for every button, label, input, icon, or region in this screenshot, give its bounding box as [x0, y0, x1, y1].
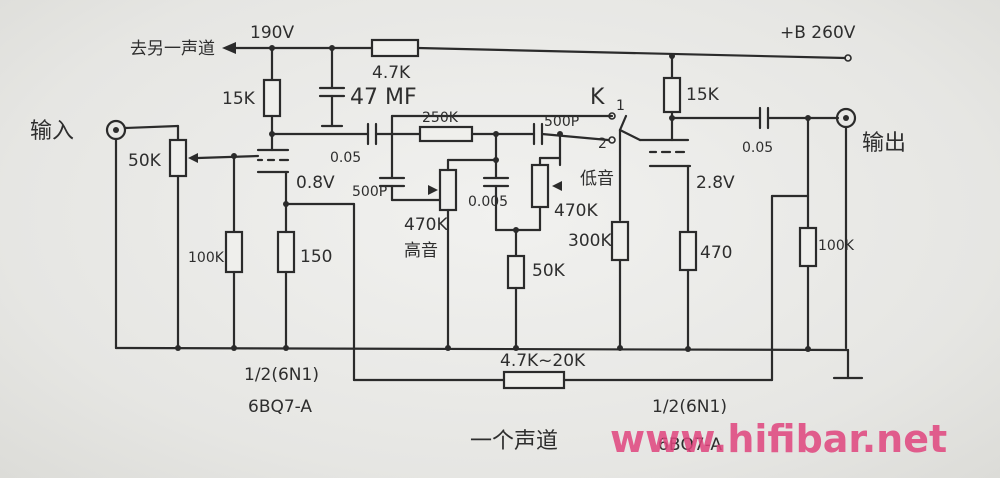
resistor-15k-left	[262, 78, 282, 118]
pot-470k-bass	[530, 163, 550, 209]
label-50k-mid: 50K	[532, 261, 566, 281]
tube-right	[638, 138, 692, 234]
label-470: 470	[700, 243, 732, 263]
label-switch-1: 1	[616, 98, 625, 114]
label-470k-treble: 470K	[404, 215, 448, 235]
label-005-right: 0.05	[742, 140, 773, 156]
label-50k-pot: 50K	[128, 151, 162, 171]
label-500p-left: 500P	[352, 184, 387, 200]
pot-50k-input	[168, 138, 188, 178]
resistor-470	[678, 230, 698, 272]
capacitor-0-005	[482, 176, 510, 232]
capacitor-47uf	[318, 45, 346, 128]
label-15k-left: 15K	[222, 89, 256, 109]
resistor-100k-left	[224, 230, 244, 274]
label-caption: 一个声道	[470, 429, 558, 454]
ground-bus	[114, 346, 850, 352]
label-tube-left-half: 1/2(6N1)	[244, 365, 319, 385]
label-treble: 高音	[404, 241, 438, 261]
label-tube-right-half: 1/2(6N1)	[652, 397, 727, 417]
capacitor-500p-top	[532, 122, 544, 146]
capacitor-0-05-right	[758, 106, 770, 130]
label-input: 输入	[30, 119, 74, 144]
label-250k: 250K	[422, 110, 459, 126]
resistor-250k	[418, 125, 474, 143]
label-47uf: 47 MF	[350, 85, 417, 110]
label-190v: 190V	[250, 23, 294, 43]
output-jack	[835, 107, 857, 129]
capacitor-500p-left	[378, 176, 442, 202]
resistor-4k7-top	[370, 38, 420, 58]
label-100k-right: 100K	[818, 238, 855, 254]
label-100k-left: 100K	[188, 250, 225, 266]
label-500p-top: 500P	[544, 114, 579, 130]
input-jack	[105, 119, 127, 141]
label-150: 150	[300, 247, 332, 267]
label-to-other-channel: 去另一声道	[130, 39, 215, 59]
label-005-left: 0.05	[330, 150, 361, 166]
label-bass: 低音	[580, 169, 614, 189]
label-feedback: 4.7K~20K	[500, 351, 586, 371]
label-tube-right-alt: 6BQ7-A	[658, 435, 722, 455]
label-4k7-top: 4.7K	[372, 63, 411, 83]
label-08v: 0.8V	[296, 173, 335, 193]
tube-left	[256, 148, 290, 206]
ground-icon	[832, 348, 864, 380]
resistor-15k-right	[662, 76, 682, 114]
label-b260v: +B 260V	[780, 23, 856, 43]
switch-k	[608, 112, 628, 222]
resistor-100k-right	[798, 226, 818, 268]
capacitor-0-05-left	[366, 122, 378, 146]
label-0005: 0.005	[468, 194, 508, 210]
resistor-50k-mid	[506, 254, 526, 290]
label-switch-2: 2	[598, 136, 607, 152]
b-plus-rail	[230, 46, 852, 62]
arrow-left-icon	[222, 42, 236, 54]
label-output: 输出	[862, 131, 906, 156]
watermark: www.hifibar.net	[610, 417, 947, 461]
label-470k-bass: 470K	[554, 201, 598, 221]
label-switch-k: K	[590, 85, 605, 110]
label-15k-right: 15K	[686, 85, 720, 105]
resistor-150	[276, 230, 296, 274]
resistor-300k	[610, 220, 630, 262]
label-tube-left-alt: 6BQ7-A	[248, 397, 312, 417]
pot-470k-treble	[438, 168, 458, 212]
label-300k: 300K	[568, 231, 612, 251]
label-28v: 2.8V	[696, 173, 735, 193]
resistor-feedback	[502, 370, 566, 390]
